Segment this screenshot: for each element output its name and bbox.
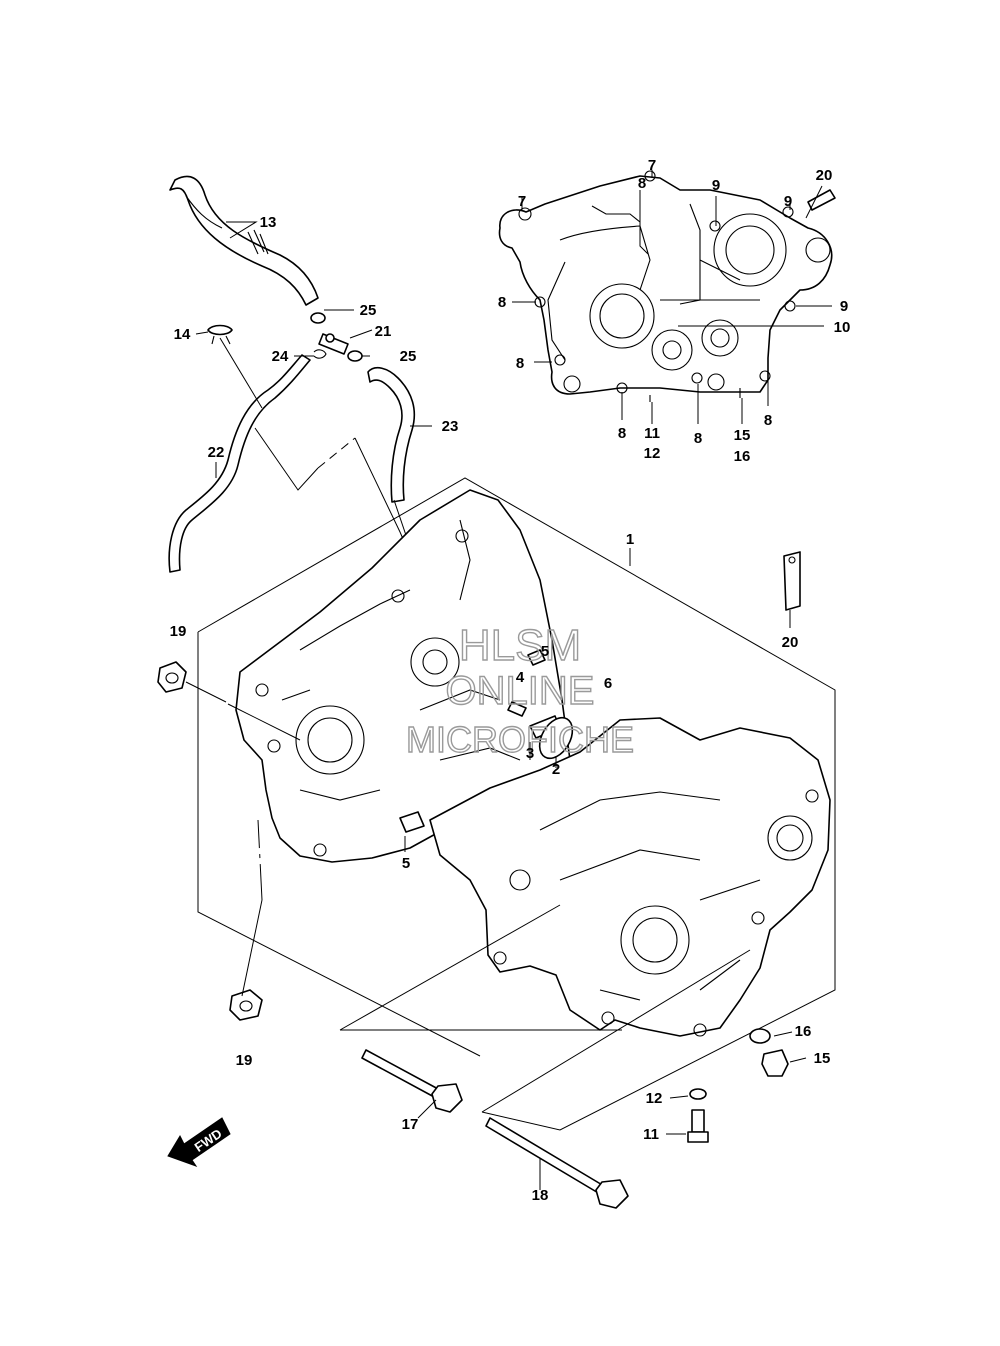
callout-7-right: 7 bbox=[648, 157, 656, 174]
clamp-25 bbox=[310, 312, 363, 362]
callout-12-lower: 12 bbox=[646, 1090, 663, 1107]
clamp-14 bbox=[207, 324, 233, 345]
forward-direction-arrow: FWD bbox=[167, 1117, 231, 1167]
callout-8-bottom-3: 8 bbox=[764, 412, 772, 429]
callout-15-lower: 15 bbox=[814, 1050, 831, 1067]
callout-10: 10 bbox=[834, 319, 851, 336]
callout-25-lower: 25 bbox=[400, 348, 417, 365]
crankcase-right-half bbox=[429, 717, 831, 1037]
watermark: HLSM ONLINE MICROFICHE bbox=[405, 620, 634, 760]
callout-21: 21 bbox=[375, 323, 392, 340]
watermark-line3: MICROFICHE bbox=[406, 719, 634, 760]
callout-9-right: 9 bbox=[840, 298, 848, 315]
callout-9-top: 9 bbox=[712, 177, 720, 194]
callout-18: 18 bbox=[532, 1187, 549, 1204]
bolt-17 bbox=[361, 1049, 463, 1113]
callout-7-left: 7 bbox=[518, 193, 526, 210]
callout-8-left: 8 bbox=[498, 294, 506, 311]
callout-20-upper: 20 bbox=[816, 167, 833, 184]
nut-19-lower bbox=[229, 989, 263, 1021]
bolt-18 bbox=[485, 1117, 629, 1209]
callout-22: 22 bbox=[208, 444, 225, 461]
hose-joint-21 bbox=[318, 333, 349, 355]
bolt-11 bbox=[687, 1109, 709, 1143]
callout-15-upper: 15 bbox=[734, 427, 751, 444]
washer-12 bbox=[689, 1088, 707, 1100]
plug-15 bbox=[761, 1049, 789, 1077]
callout-5-lower: 5 bbox=[402, 855, 410, 872]
nut-19-upper bbox=[157, 661, 187, 693]
callout-8-bottom-2: 8 bbox=[694, 430, 702, 447]
callout-13: 13 bbox=[260, 214, 277, 231]
o-ring-16 bbox=[749, 1028, 771, 1044]
callout-17: 17 bbox=[402, 1116, 419, 1133]
callout-12-upper: 12 bbox=[644, 445, 661, 462]
callout-14: 14 bbox=[174, 326, 191, 343]
callout-16-lower: 16 bbox=[795, 1023, 812, 1040]
leader-lines bbox=[185, 170, 832, 1190]
callout-8-left-lower: 8 bbox=[516, 355, 524, 372]
breather-hose-13 bbox=[169, 175, 319, 306]
callout-11-upper: 11 bbox=[644, 425, 660, 442]
callout-24: 24 bbox=[272, 348, 289, 365]
callout-8-top: 8 bbox=[638, 175, 646, 192]
callout-8-bottom-1: 8 bbox=[618, 425, 626, 442]
crankcase-assembly-outline bbox=[197, 477, 836, 1131]
callout-labels: 1 2 3 4 5 5 6 7 7 8 8 8 8 8 8 9 9 9 10 1… bbox=[170, 157, 851, 1204]
clip-24 bbox=[313, 349, 327, 359]
callout-1: 1 bbox=[626, 531, 634, 548]
gasket-2 bbox=[538, 716, 574, 760]
callout-23: 23 bbox=[442, 418, 459, 435]
callout-11-lower: 11 bbox=[643, 1126, 659, 1143]
bolt-4 bbox=[507, 701, 527, 717]
callout-5-upper: 5 bbox=[541, 643, 549, 660]
crankcase-right-half-inner-view bbox=[498, 170, 836, 402]
watermark-line2: ONLINE bbox=[446, 669, 595, 713]
clamp-20 bbox=[783, 551, 801, 611]
dowel-pin-5 bbox=[399, 649, 546, 833]
callout-2: 2 bbox=[552, 761, 560, 778]
breather-hose-23 bbox=[367, 366, 416, 503]
callout-19-lower: 19 bbox=[236, 1052, 253, 1069]
breather-hose-22 bbox=[168, 354, 311, 573]
callout-4: 4 bbox=[516, 669, 525, 686]
callout-19-upper: 19 bbox=[170, 623, 187, 640]
callout-3: 3 bbox=[526, 745, 534, 762]
callout-16-upper: 16 bbox=[734, 448, 751, 465]
callout-20-lower: 20 bbox=[782, 634, 799, 651]
callout-9-right-top: 9 bbox=[784, 193, 792, 210]
callout-6: 6 bbox=[604, 675, 612, 692]
watermark-line1: HLSM bbox=[459, 621, 581, 670]
callout-25-upper: 25 bbox=[360, 302, 377, 319]
